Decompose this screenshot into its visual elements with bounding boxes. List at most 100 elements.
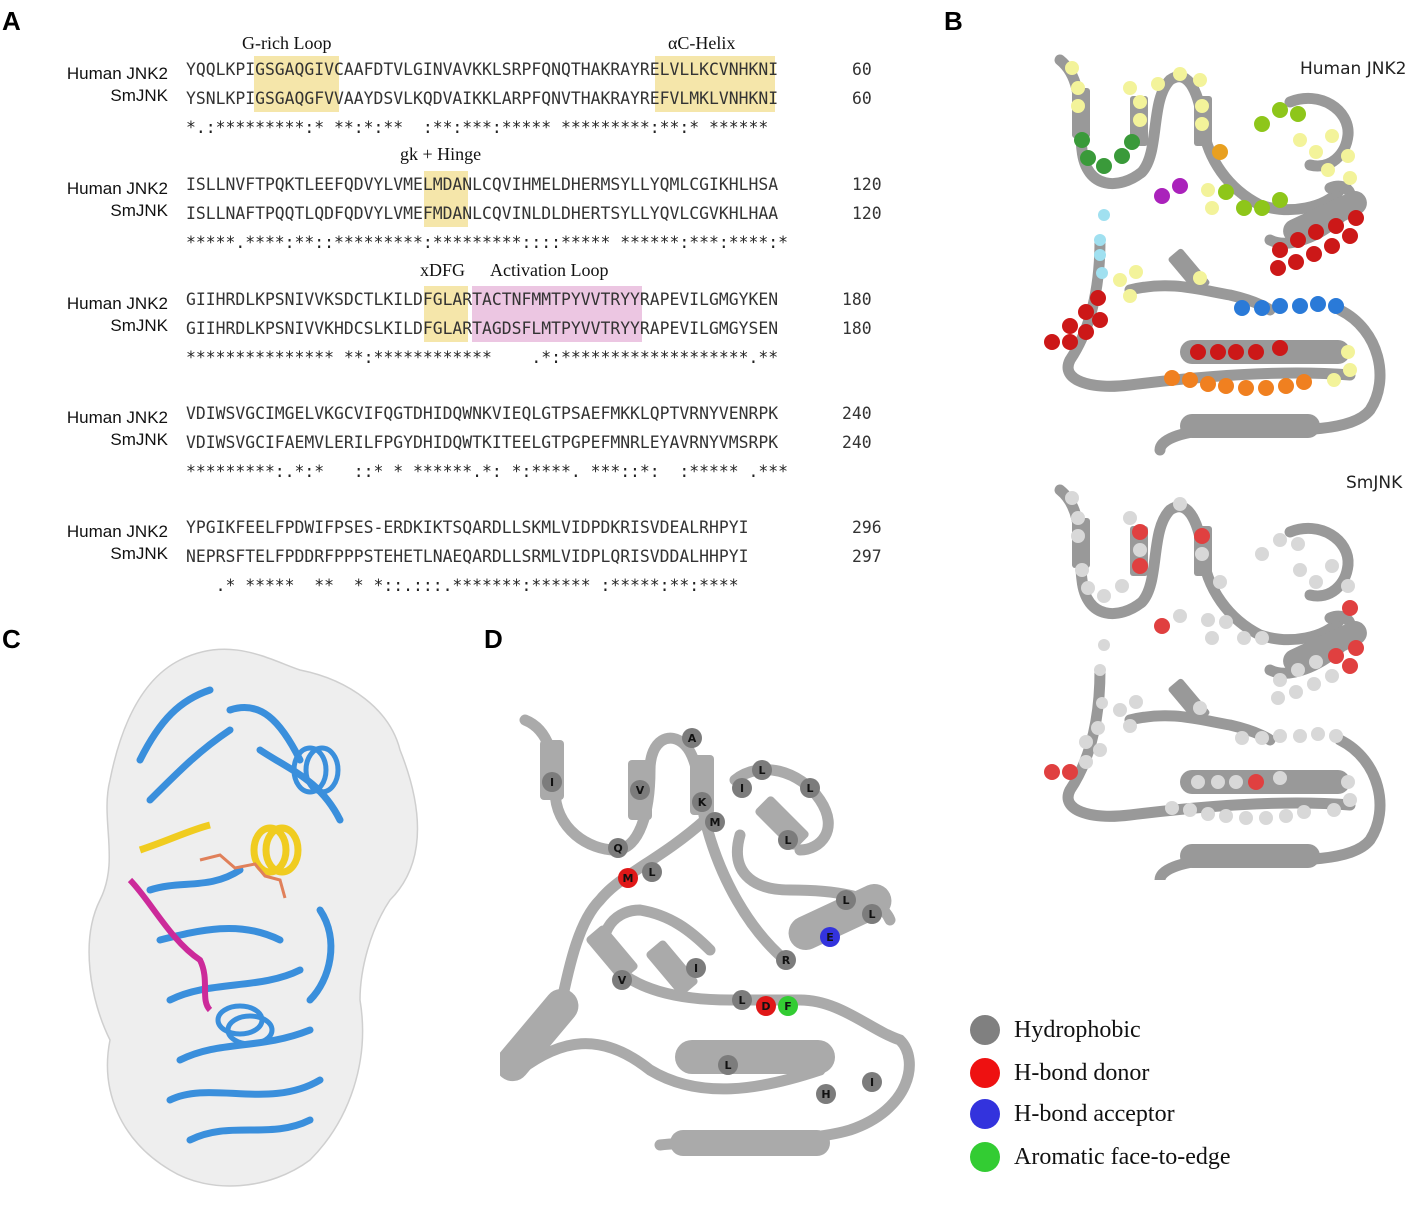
residue-label: I bbox=[550, 776, 554, 789]
protein-structure-render bbox=[88, 648, 419, 1187]
highlight-g-rich-loop bbox=[254, 56, 339, 112]
sm-topology bbox=[1054, 484, 1386, 880]
sequence-sm: YSNLKPIGSGAQGFVVAAYDSVLKQDVAIKKLARPFQNVT… bbox=[186, 89, 779, 108]
region-label-activation-loop: Activation Loop bbox=[490, 260, 609, 280]
residue-label: M bbox=[623, 872, 634, 885]
highlight-activation-loop bbox=[472, 286, 642, 342]
position-number: 120 bbox=[852, 175, 882, 194]
human-topology bbox=[1054, 54, 1386, 456]
residue-label: L bbox=[738, 994, 745, 1007]
residue-label: L bbox=[724, 1059, 731, 1072]
sequence-human: GIIHRDLKPSNIVVKSDCTLKILDFGLARTACTNFMMTPY… bbox=[186, 290, 779, 309]
seq-name-human: Human JNK2 bbox=[66, 179, 168, 198]
residue-label: L bbox=[868, 908, 875, 921]
seq-name-sm: SmJNK bbox=[110, 430, 168, 449]
residue-label: I bbox=[694, 962, 698, 975]
conservation-line: *********:.*:* ::* * ******.*: *:****. *… bbox=[186, 462, 788, 481]
region-label-gk-hinge: gk + Hinge bbox=[400, 144, 482, 164]
position-number: 60 bbox=[852, 89, 872, 108]
human-residues bbox=[1044, 61, 1364, 396]
residue-label: D bbox=[761, 1000, 770, 1013]
sequence-human: ISLLNVFTPQKTLEEFQDVYLVMELMDANLCQVIHMELDH… bbox=[186, 175, 779, 194]
position-number: 240 bbox=[842, 433, 872, 452]
sequence-human: VDIWSVGCIMGELVKGCVIFQGTDHIDQWNKVIEQLGTPS… bbox=[186, 404, 779, 423]
residue-label: M bbox=[710, 816, 721, 829]
hbond-acceptor-dot bbox=[970, 1099, 1000, 1129]
hydrophobic-dot bbox=[970, 1015, 1000, 1045]
position-number: 240 bbox=[842, 404, 872, 423]
panel-label-c: C bbox=[2, 624, 21, 654]
panel-b-topology: Human JNK2 SmJNK bbox=[1044, 54, 1406, 880]
legend-item: Aromatic face-to-edge bbox=[970, 1142, 1231, 1172]
residue-label: K bbox=[698, 796, 707, 809]
residue-label: L bbox=[842, 894, 849, 907]
position-number: 297 bbox=[852, 547, 882, 566]
panel-d-topology: I V A K M I L L L Q M L L L E R V I L D … bbox=[500, 714, 915, 1156]
seq-name-human: Human JNK2 bbox=[66, 64, 168, 83]
sm-residues bbox=[1044, 491, 1364, 825]
legend-label: Aromatic face-to-edge bbox=[1014, 1143, 1231, 1170]
ribbon-highlight-yellow bbox=[138, 821, 302, 876]
panel-label-a: A bbox=[2, 6, 21, 36]
seq-name-human: Human JNK2 bbox=[66, 408, 168, 427]
aromatic-dot bbox=[970, 1142, 1000, 1172]
legend-label: H-bond acceptor bbox=[1014, 1100, 1175, 1127]
residue-label: I bbox=[740, 782, 744, 795]
seq-name-human: Human JNK2 bbox=[66, 522, 168, 541]
human-jnk2-label: Human JNK2 bbox=[1300, 59, 1406, 79]
panel-label-d: D bbox=[484, 624, 503, 654]
sequence-sm: GIIHRDLKPSNIVVKHDCSLKILDFGLARTAGDSFLMTPY… bbox=[186, 319, 779, 338]
sequence-sm: ISLLNAFTPQQTLQDFQDVYLVMEFMDANLCQVINLDLDH… bbox=[186, 204, 779, 223]
residue-label: Q bbox=[613, 842, 622, 855]
ribbon-highlight-magenta bbox=[127, 877, 213, 1013]
seq-name-human: Human JNK2 bbox=[66, 294, 168, 313]
legend-item: H-bond donor bbox=[970, 1058, 1149, 1088]
conservation-line: *.:*********:* **:*:** :**:***:***** ***… bbox=[186, 118, 769, 137]
seq-name-sm: SmJNK bbox=[110, 316, 168, 335]
highlight-ac-helix bbox=[655, 56, 775, 112]
position-number: 296 bbox=[852, 518, 882, 537]
legend-item: Hydrophobic bbox=[970, 1015, 1141, 1045]
seq-name-sm: SmJNK bbox=[110, 544, 168, 563]
residue-label: V bbox=[636, 784, 645, 797]
sequence-sm: NEPRSFTELFPDDRFPPPSTEHETLNAEQARDLLSRMLVI… bbox=[186, 547, 749, 566]
residue-label: I bbox=[870, 1076, 874, 1089]
region-label-g-rich-loop: G-rich Loop bbox=[242, 33, 332, 53]
legend-label: Hydrophobic bbox=[1014, 1016, 1141, 1043]
position-number: 180 bbox=[842, 319, 872, 338]
position-number: 60 bbox=[852, 60, 872, 79]
sequence-human: YPGIKFEELFPDWIFPSES-ERDKIKTSQARDLLSKMLVI… bbox=[186, 518, 749, 537]
region-label-xdfg: xDFG bbox=[420, 260, 466, 280]
position-number: 120 bbox=[852, 204, 882, 223]
sequence-sm: VDIWSVGCIFAEMVLERILFPGYDHIDQWTKITEELGTPG… bbox=[186, 433, 779, 452]
residue-label: V bbox=[618, 974, 627, 987]
position-number: 180 bbox=[842, 290, 872, 309]
ligand bbox=[199, 853, 287, 899]
conservation-line: .* ***** ** * *::.:::.*******:****** :**… bbox=[186, 576, 739, 595]
highlight-gk-hinge bbox=[424, 171, 468, 227]
residue-label: L bbox=[784, 834, 791, 847]
residue-label: E bbox=[826, 931, 834, 944]
smjnk-label: SmJNK bbox=[1346, 473, 1403, 493]
panel-d-residues bbox=[542, 728, 882, 1104]
ribbon-strands bbox=[136, 686, 344, 1144]
legend-item: H-bond acceptor bbox=[970, 1099, 1175, 1129]
panel-label-b: B bbox=[944, 6, 963, 36]
molecular-surface bbox=[88, 648, 419, 1187]
sequence-human: YQQLKPIGSGAQGIVCAAFDTVLGINVAVKKLSRPFQNQT… bbox=[186, 60, 779, 79]
conservation-line: *************** **:************ .*:*****… bbox=[186, 348, 779, 367]
seq-name-sm: SmJNK bbox=[110, 201, 168, 220]
residue-label: F bbox=[784, 1000, 792, 1013]
legend-label: H-bond donor bbox=[1014, 1059, 1150, 1086]
residue-label: L bbox=[758, 764, 765, 777]
residue-label: L bbox=[648, 866, 655, 879]
residue-label: A bbox=[688, 732, 697, 745]
highlight-xdfg bbox=[424, 286, 468, 342]
ribbon-helices bbox=[215, 745, 341, 1047]
hbond-donor-dot bbox=[970, 1058, 1000, 1088]
residue-label: R bbox=[782, 954, 791, 967]
seq-name-sm: SmJNK bbox=[110, 86, 168, 105]
residue-label: H bbox=[821, 1088, 830, 1101]
residue-label: L bbox=[806, 782, 813, 795]
conservation-line: *****.****:**::*********:*********::::**… bbox=[186, 233, 788, 252]
